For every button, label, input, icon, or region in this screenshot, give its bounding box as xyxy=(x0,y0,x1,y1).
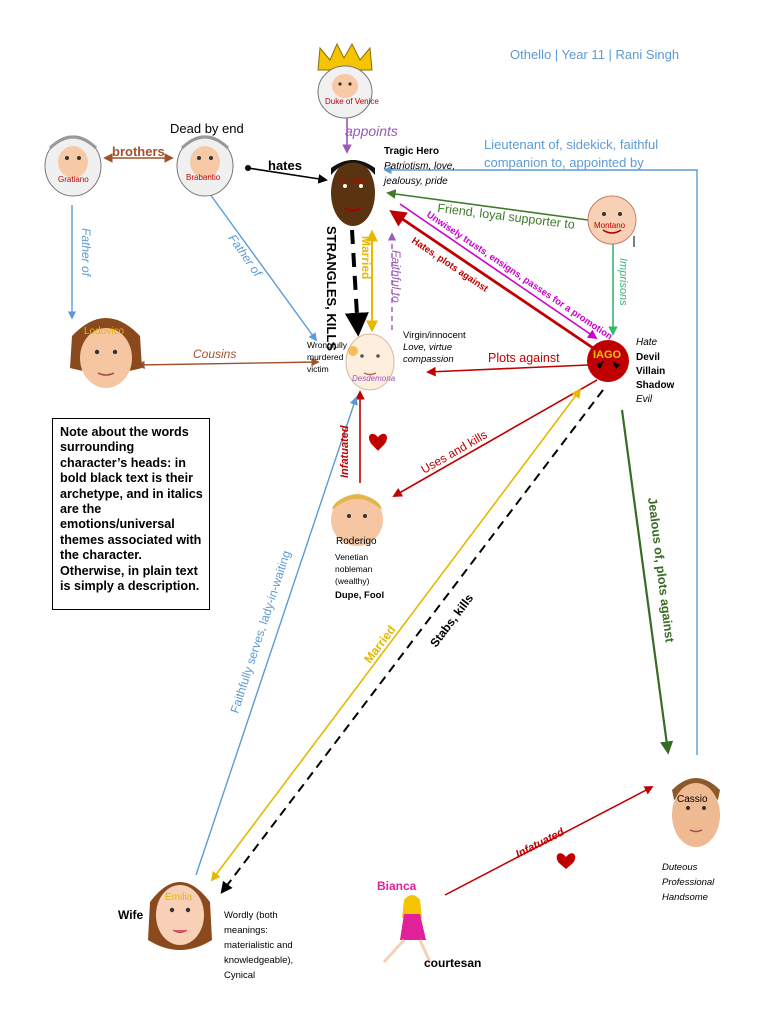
duke-portrait xyxy=(317,42,373,119)
label-lieutenant-2: companion to, appointed by xyxy=(484,155,644,170)
emilia-label: Wife xyxy=(118,908,144,922)
heart-icon-2 xyxy=(556,853,576,869)
desdemona-desc-3: victim xyxy=(307,364,329,374)
label-strangles: STRANGLES, KILLS xyxy=(324,226,339,351)
cassio-themes-1: Duteous xyxy=(662,862,698,873)
brabantio-tag: Dead by end xyxy=(170,121,244,136)
othello-name: Othello xyxy=(340,177,366,186)
gratiano-portrait xyxy=(44,135,102,197)
desdemona-desc-2: murdered xyxy=(307,352,344,362)
emilia-portrait xyxy=(148,882,212,950)
emilia-desc-2: meanings: xyxy=(224,925,268,936)
bianca-portrait xyxy=(382,895,432,964)
desdemona-portrait xyxy=(345,333,395,391)
montano-name: Montano xyxy=(594,221,626,230)
plots-against-arrow xyxy=(426,364,589,377)
emilia-desc-4: knowledgeable), xyxy=(224,955,293,966)
label-hates: hates xyxy=(268,158,302,173)
roderigo-name: Roderigo xyxy=(336,536,377,547)
strangles-arrow xyxy=(344,229,369,337)
roderigo-archetype: Dupe, Fool xyxy=(335,590,384,601)
cassio-name: Cassio xyxy=(677,794,708,805)
lodovico-portrait xyxy=(70,318,142,388)
emilia-desc-3: materialistic and xyxy=(224,940,293,951)
iago-theme-top: Hate xyxy=(636,337,658,348)
stabs-arrow xyxy=(220,389,604,894)
hates-arrow xyxy=(247,167,328,184)
lodovico-name: Lodovico xyxy=(84,326,124,337)
father-of-arrow-2 xyxy=(206,189,317,342)
duke-name: Duke of Venice xyxy=(325,97,379,106)
label-imprisons: Imprisons xyxy=(617,258,629,306)
label-infatuated-1: Infatuated xyxy=(339,425,351,478)
cassio-portrait xyxy=(672,778,720,847)
label-plots-against: Plots against xyxy=(488,351,560,365)
label-brothers: brothers xyxy=(112,144,165,159)
page-title: Othello | Year 11 | Rani Singh xyxy=(510,47,679,62)
emilia-name: Emilia xyxy=(165,892,193,903)
lieutenant-arrow xyxy=(383,165,698,755)
married-arrow-2 xyxy=(210,388,582,882)
desdemona-archetype: Virgin/innocent xyxy=(403,330,466,341)
unwisely-trusts-arrow xyxy=(399,203,598,340)
desdemona-themes-1: Love, virtue xyxy=(403,342,452,353)
othello-themes-2: jealousy, pride xyxy=(382,176,448,187)
desdemona-themes-2: compassion xyxy=(403,354,454,365)
iago-portrait xyxy=(587,340,629,382)
emilia-desc-1: Wordly (both xyxy=(224,910,278,921)
label-lieutenant-1: Lieutenant of, sidekick, faithful xyxy=(484,137,658,152)
label-married-1: Married xyxy=(359,236,373,279)
label-unwisely: Unwisely trusts, ensigns, passes for a p… xyxy=(424,209,614,342)
iago-name: IAGO xyxy=(593,349,622,361)
othello-themes-1: Patriotism, love, xyxy=(384,161,455,172)
montano-portrait xyxy=(587,195,637,245)
label-father-of-1: Father of xyxy=(79,228,93,278)
roderigo-desc-2: nobleman xyxy=(335,564,373,574)
iago-arch-3: Shadow xyxy=(636,380,675,391)
roderigo-desc-1: Venetian xyxy=(335,552,368,562)
hates-plots-arrow xyxy=(389,210,597,352)
desdemona-name: Desdemona xyxy=(352,374,396,383)
bianca-label: courtesan xyxy=(424,956,481,970)
iago-arch-2: Villain xyxy=(636,366,665,377)
jealous-arrow xyxy=(620,409,674,755)
desdemona-desc-1: Wrongfully xyxy=(307,340,348,350)
label-father-of-2: Father of xyxy=(226,232,266,281)
othello-portrait xyxy=(331,160,375,226)
cassio-themes-3: Handsome xyxy=(662,892,708,903)
cassio-themes-2: Professional xyxy=(662,877,715,888)
label-faithful-to: Faithful to xyxy=(389,250,403,303)
label-uses-kills: Uses and kills xyxy=(419,427,490,476)
othello-archetype: Tragic Hero xyxy=(384,146,439,157)
label-serves: Faithfully serves, lady-in-waiting xyxy=(228,549,294,715)
crown-icon xyxy=(317,42,373,71)
emilia-desc-5: Cynical xyxy=(224,970,255,981)
label-cousins: Cousins xyxy=(193,347,236,361)
roderigo-portrait xyxy=(331,494,383,546)
cousins-arrow xyxy=(136,357,320,370)
roderigo-desc-3: (wealthy) xyxy=(335,576,370,586)
heart-icon xyxy=(369,433,387,451)
label-appoints: appoints xyxy=(345,123,398,139)
serves-arrow xyxy=(195,396,358,876)
brabantio-name: Brabantio xyxy=(186,173,221,182)
label-married-2: Married xyxy=(361,623,398,666)
gratiano-name: Gratiano xyxy=(58,175,89,184)
friend-arrow xyxy=(386,189,589,221)
iago-theme-bottom: Evil xyxy=(636,394,653,405)
label-stabs: Stabs, kills xyxy=(427,591,476,650)
bianca-name: Bianca xyxy=(377,879,417,893)
note-box: Note about the words surrounding charact… xyxy=(52,418,210,610)
brabantio-portrait xyxy=(176,135,234,197)
iago-arch-1: Devil xyxy=(636,352,660,363)
infatuated-arrow-2 xyxy=(444,786,654,896)
